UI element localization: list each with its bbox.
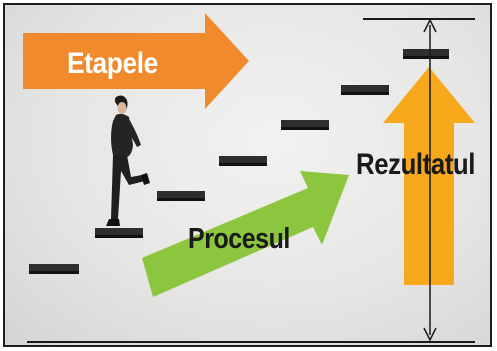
measure-arrowhead-top [423,18,437,33]
stair-step-6 [341,85,389,95]
result-label: Rezultatul [356,148,475,181]
businesswoman-figure [106,95,150,226]
stair-step-3 [157,191,205,201]
stair-step-7 [403,49,449,59]
steps-label: Etapele [67,47,158,80]
steps-arrow [23,13,249,109]
process-arrow [142,171,349,297]
stair-step-5 [281,120,329,130]
image-frame: Etapele Procesul Rezultatul [3,3,492,347]
measure-arrowhead-bottom [423,327,437,342]
stair-step-1 [29,264,79,274]
stair-step-2 [95,228,143,238]
stair-steps [29,49,449,274]
stair-step-4 [219,156,267,166]
staircase-illustration [23,13,475,343]
result-arrow [383,67,475,285]
process-label: Procesul [188,223,290,255]
